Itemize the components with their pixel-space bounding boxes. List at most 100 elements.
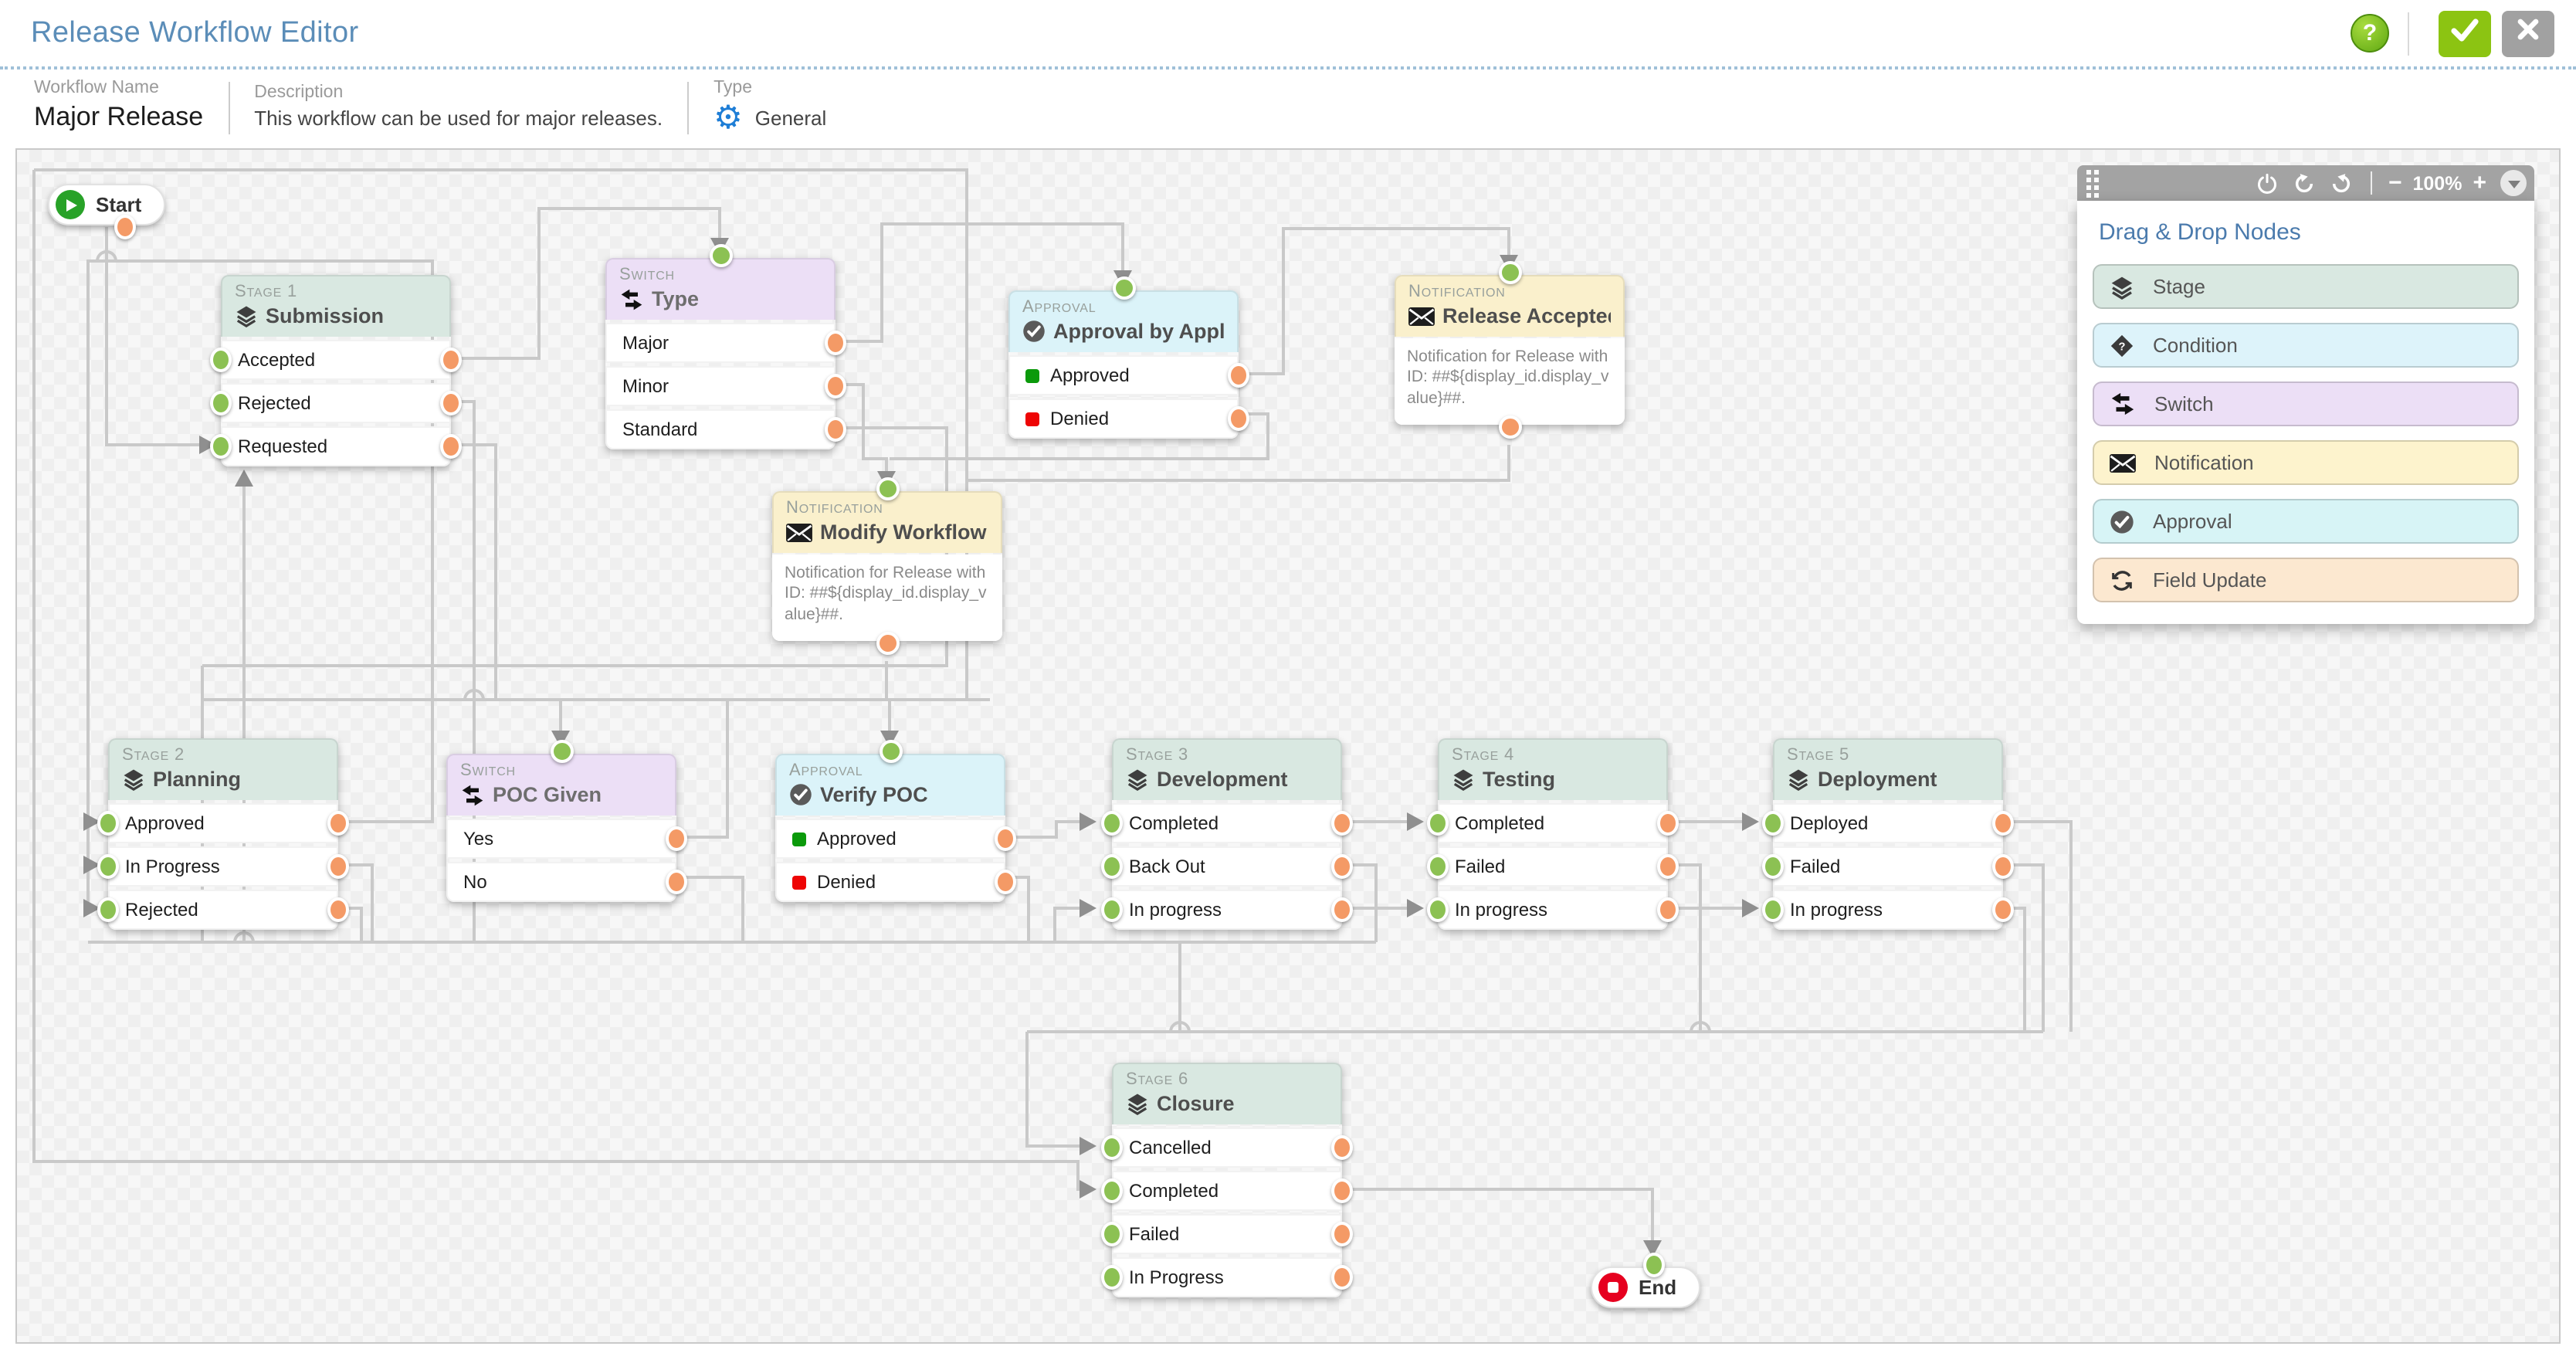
node-notification-release-accepted[interactable]: Notification Release Accepted Notificati… [1395, 261, 1625, 439]
input-port[interactable] [1427, 897, 1449, 922]
input-port[interactable] [1101, 811, 1123, 836]
input-port[interactable] [97, 897, 119, 922]
output-port[interactable] [327, 854, 349, 879]
output-port[interactable] [876, 632, 899, 656]
switch-row[interactable]: Standard [605, 409, 846, 449]
node-stage-6-closure[interactable]: Stage 6 Closure Cancelled Completed Fail… [1101, 1063, 1353, 1297]
input-port[interactable] [1762, 811, 1784, 836]
node-notification-modify-workflow[interactable]: Notification Modify Workflow Notificatio… [772, 477, 1002, 656]
input-port[interactable] [1112, 276, 1135, 300]
stage-row[interactable]: Failed [1762, 846, 2014, 887]
input-port[interactable] [1498, 261, 1521, 284]
node-stage-4-testing[interactable]: Stage 4 Testing Completed Failed In prog… [1427, 738, 1679, 930]
output-port[interactable] [1331, 811, 1353, 836]
output-port[interactable] [825, 331, 846, 355]
stage-row[interactable]: Accepted [210, 340, 462, 380]
node-switch-poc-given[interactable]: Switch POC Given Yes No [446, 740, 687, 902]
output-port[interactable] [1331, 1178, 1353, 1203]
stage-row[interactable]: Completed [1101, 803, 1353, 843]
approval-row[interactable]: Approved [775, 819, 1016, 859]
stage-row[interactable]: Failed [1101, 1214, 1353, 1254]
node-approval-verify-poc[interactable]: Approval Verify POC Approved Denied [775, 740, 1016, 902]
output-port[interactable] [440, 434, 462, 459]
node-approval-by-application[interactable]: Approval Approval by Appli... Approved D… [1008, 276, 1249, 439]
palette-item-approval[interactable]: Approval [2093, 499, 2519, 544]
help-icon[interactable]: ? [2351, 14, 2389, 53]
description-value[interactable]: This workflow can be used for major rele… [254, 106, 663, 129]
palette-item-stage[interactable]: Stage [2093, 264, 2519, 309]
input-port[interactable] [550, 740, 573, 763]
input-port[interactable] [97, 811, 119, 836]
stage-row[interactable]: Approved [97, 803, 349, 843]
input-port[interactable] [1101, 1222, 1123, 1246]
output-port[interactable] [1657, 897, 1679, 922]
stage-row[interactable]: Cancelled [1101, 1128, 1353, 1168]
stage-row[interactable]: Deployed [1762, 803, 2014, 843]
node-stage-1-submission[interactable]: Stage 1 Submission Accepted Rejected Req… [210, 275, 462, 466]
input-port[interactable] [1427, 811, 1449, 836]
stage-row[interactable]: Rejected [210, 383, 462, 423]
output-port[interactable] [1331, 897, 1353, 922]
output-port[interactable] [1498, 415, 1521, 439]
stage-row[interactable]: Failed [1427, 846, 1679, 887]
input-port[interactable] [210, 434, 232, 459]
output-port[interactable] [1992, 897, 2014, 922]
stage-row[interactable]: In Progress [97, 846, 349, 887]
input-port[interactable] [210, 348, 232, 372]
save-button[interactable] [2439, 10, 2491, 56]
output-port[interactable] [825, 417, 846, 442]
input-port[interactable] [1101, 854, 1123, 879]
power-icon[interactable] [2257, 172, 2279, 194]
stage-row[interactable]: In Progress [1101, 1257, 1353, 1297]
approval-row[interactable]: Denied [1008, 398, 1249, 439]
stage-row[interactable]: Completed [1101, 1171, 1353, 1211]
output-port[interactable] [995, 870, 1016, 894]
approval-row[interactable]: Denied [775, 862, 1016, 902]
output-port[interactable] [1657, 811, 1679, 836]
input-port[interactable] [1427, 854, 1449, 879]
output-port[interactable] [327, 811, 349, 836]
output-port[interactable] [1331, 854, 1353, 879]
palette-item-notification[interactable]: Notification [2093, 440, 2519, 485]
end-node[interactable]: End [1591, 1253, 1700, 1308]
output-port[interactable] [1657, 854, 1679, 879]
switch-row[interactable]: No [446, 862, 687, 902]
output-port[interactable] [825, 374, 846, 398]
redo-icon[interactable] [2331, 172, 2353, 194]
input-port[interactable] [97, 854, 119, 879]
zoom-out-button[interactable]: − [2388, 170, 2402, 196]
collapse-panel-button[interactable] [2500, 170, 2527, 196]
input-port[interactable] [1101, 1265, 1123, 1290]
close-button[interactable] [2502, 10, 2554, 56]
undo-icon[interactable] [2294, 172, 2316, 194]
input-port[interactable] [879, 740, 902, 763]
palette-item-condition[interactable]: ? Condition [2093, 323, 2519, 368]
drag-handle[interactable] [2086, 169, 2099, 197]
stage-row[interactable]: In progress [1762, 890, 2014, 930]
output-port[interactable] [1331, 1222, 1353, 1246]
input-port[interactable] [1762, 854, 1784, 879]
output-port[interactable] [1228, 406, 1249, 431]
node-stage-3-development[interactable]: Stage 3 Development Completed Back Out I… [1101, 738, 1353, 930]
palette-item-switch[interactable]: Switch [2093, 381, 2519, 426]
output-port[interactable] [1331, 1265, 1353, 1290]
switch-row[interactable]: Major [605, 323, 846, 363]
node-switch-type[interactable]: Switch Type Major Minor Standard [605, 244, 846, 449]
workflow-canvas[interactable]: Start Stage 1 Submission Accepted Reject… [15, 148, 2561, 1344]
stage-row[interactable]: Requested [210, 426, 462, 466]
input-port[interactable] [1762, 897, 1784, 922]
palette-item-field-update[interactable]: Field Update [2093, 558, 2519, 602]
output-port[interactable] [1992, 811, 2014, 836]
output-port[interactable] [1228, 363, 1249, 388]
input-port[interactable] [709, 244, 732, 267]
output-port[interactable] [666, 826, 687, 851]
node-stage-5-deployment[interactable]: Stage 5 Deployment Deployed Failed In pr… [1762, 738, 2014, 930]
output-port[interactable] [440, 348, 462, 372]
output-port[interactable] [995, 826, 1016, 851]
output-port[interactable] [327, 897, 349, 922]
stage-row[interactable]: In progress [1101, 890, 1353, 930]
input-port[interactable] [210, 391, 232, 415]
input-port[interactable] [1643, 1253, 1665, 1277]
stage-row[interactable]: Rejected [97, 890, 349, 930]
approval-row[interactable]: Approved [1008, 355, 1249, 395]
